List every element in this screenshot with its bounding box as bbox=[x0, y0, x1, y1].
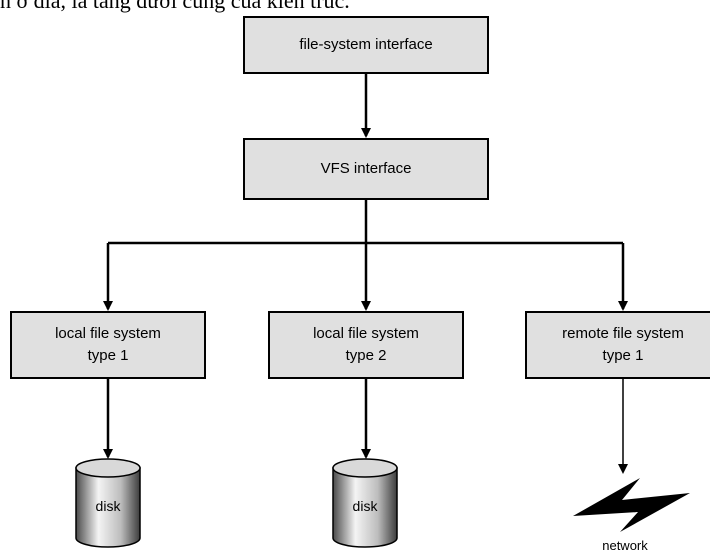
local-fs-type2-line2: type 2 bbox=[345, 347, 387, 364]
remote-fs-type1-line2: type 1 bbox=[602, 347, 644, 364]
caption-text: n ở đĩa, là tầng dưới cùng của kiến trúc… bbox=[0, 0, 350, 13]
vfs-interface-label: VFS interface bbox=[320, 160, 412, 177]
disk-label: disk bbox=[352, 498, 378, 514]
network-lightning-icon bbox=[573, 478, 690, 532]
filesystem-interface-box: file-system interface bbox=[243, 16, 489, 74]
local-fs-type1-line2: type 1 bbox=[87, 347, 129, 364]
local-fs-type1-box: local file system type 1 bbox=[10, 311, 206, 379]
local-fs-type2-box: local file system type 2 bbox=[268, 311, 464, 379]
local-fs-type1-line1: local file system bbox=[55, 325, 161, 342]
disk-label: disk bbox=[95, 498, 121, 514]
remote-fs-type1-box: remote file system type 1 bbox=[525, 311, 710, 379]
filesystem-interface-label: file-system interface bbox=[299, 36, 433, 53]
remote-fs-type1-line1: remote file system bbox=[562, 325, 684, 342]
local-fs-type2-line1: local file system bbox=[313, 325, 419, 342]
vfs-interface-box: VFS interface bbox=[243, 138, 489, 200]
disk-icon: disk bbox=[332, 458, 398, 548]
network-label: network bbox=[602, 538, 648, 553]
disk-icon: disk bbox=[75, 458, 141, 548]
